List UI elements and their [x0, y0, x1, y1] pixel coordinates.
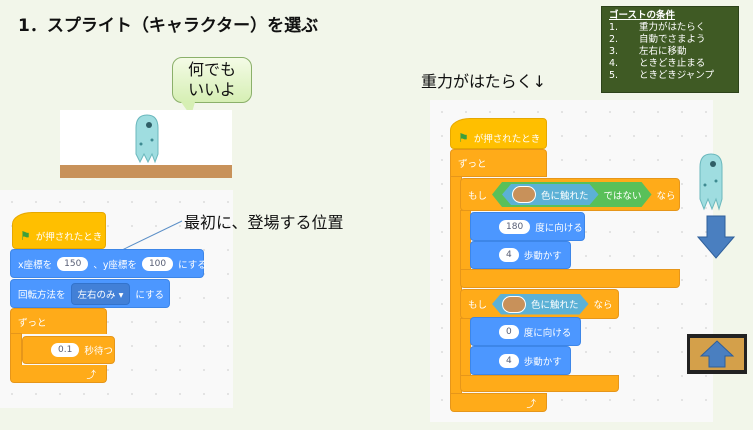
conditions-heading: ゴーストの条件: [609, 10, 676, 21]
goto-xy-block[interactable]: x座標を 150 、y座標を 100 にする: [10, 249, 207, 278]
block-label: 秒待つ: [84, 346, 113, 357]
bubble-line: いいよ: [188, 80, 236, 99]
rotation-style-dropdown[interactable]: 左右のみ ▾: [70, 282, 131, 305]
point-direction-block[interactable]: 180 度に向ける: [470, 212, 585, 241]
block-label: なら: [593, 300, 613, 311]
forever-block[interactable]: ずっと: [450, 149, 547, 177]
block-label: が押されたとき: [473, 133, 541, 145]
condition-item: 2. 自動でさまよう: [609, 34, 731, 46]
forever-end: ⤴: [450, 393, 547, 412]
dropdown-value: 左右のみ: [77, 289, 116, 301]
block-label: が押されたとき: [35, 231, 103, 243]
block-label: 歩動かす: [523, 356, 562, 368]
page-title: 1．スプライト（キャラクター）を選ぶ: [18, 16, 319, 36]
move-steps-block[interactable]: 4 歩動かす: [470, 346, 571, 375]
block-label: 度に向ける: [523, 327, 572, 339]
block-label: なら: [656, 190, 676, 202]
if-end: [460, 269, 680, 288]
ghost-sprite-icon: [699, 153, 723, 211]
condition-item: 3. 左右に移動: [609, 46, 731, 58]
forever-block[interactable]: ずっと: [10, 308, 107, 334]
steps-input[interactable]: 4: [499, 248, 519, 262]
item-number: 5.: [609, 70, 619, 81]
point-direction-block[interactable]: 0 度に向ける: [470, 317, 581, 346]
block-label: もし: [468, 300, 488, 311]
ground: [60, 165, 232, 178]
wait-block[interactable]: 0.1 秒待つ: [22, 336, 115, 364]
set-rotation-style-block[interactable]: 回転方法を左右のみ ▾ にする: [10, 279, 170, 308]
block-label: 、y座標を: [93, 259, 137, 271]
block-label: ずっと: [458, 159, 487, 170]
color-swatch[interactable]: [512, 186, 536, 203]
color-swatch[interactable]: [502, 296, 526, 313]
if-block-1[interactable]: もし 色に触れた ではない なら: [460, 178, 680, 211]
block-label: にする: [178, 259, 207, 271]
block-label: にする: [135, 289, 164, 301]
stage-preview: [60, 110, 232, 178]
block-label: 度に向ける: [535, 222, 583, 234]
item-number: 3.: [609, 46, 619, 57]
block-label: もし: [468, 190, 488, 202]
block-label: x座標を: [18, 259, 53, 271]
if-block-2[interactable]: もし 色に触れた なら: [460, 289, 619, 319]
steps-input[interactable]: 4: [499, 353, 519, 368]
direction-input[interactable]: 0: [499, 324, 519, 339]
item-text: ときどきジャンプ: [639, 70, 714, 81]
item-text: ときどき止まる: [639, 58, 706, 69]
condition-item: 5. ときどきジャンプ: [609, 70, 731, 82]
when-flag-clicked-block[interactable]: ⚑ が押されたとき: [12, 212, 106, 249]
block-label: 色に触れた: [541, 190, 589, 202]
green-flag-icon: ⚑: [20, 228, 31, 243]
wait-input[interactable]: 0.1: [51, 343, 80, 357]
caret-down-icon: ▾: [118, 289, 124, 301]
block-label: 回転方法を: [18, 289, 66, 301]
speech-bubble: 何でも いいよ: [172, 57, 252, 116]
item-number: 1.: [609, 22, 619, 33]
green-flag-icon: ⚑: [458, 130, 469, 145]
gravity-label: 重力がはたらく↓: [421, 72, 547, 91]
forever-end: ⤴: [10, 365, 107, 383]
item-number: 2.: [609, 34, 619, 45]
condition-item: 4. ときどき止まる: [609, 58, 731, 70]
if-end: [460, 375, 619, 392]
jump-arrow-up-icon: [687, 334, 747, 374]
condition-item: 1. 重力がはたらく: [609, 22, 731, 34]
item-text: 自動でさまよう: [639, 34, 706, 45]
block-label: 歩動かす: [523, 251, 562, 262]
ghost-sprite-icon: [135, 114, 159, 164]
bubble-line: 何でも: [187, 60, 236, 79]
when-flag-clicked-block[interactable]: ⚑ が押されたとき: [450, 118, 547, 149]
move-steps-block[interactable]: 4 歩動かす: [470, 241, 571, 269]
arrow-down-icon: [697, 215, 735, 259]
touching-color-sensor[interactable]: 色に触れた: [492, 294, 589, 315]
item-number: 4.: [609, 58, 619, 69]
ghost-conditions-box: ゴーストの条件 1. 重力がはたらく 2. 自動でさまよう 3. 左右に移動 4. とき…: [601, 6, 739, 93]
item-text: 左右に移動: [639, 46, 687, 57]
forever-arm: [10, 333, 22, 366]
touching-color-sensor[interactable]: 色に触れた: [502, 184, 599, 205]
not-operator[interactable]: 色に触れた ではない: [492, 182, 652, 207]
loop-arrow-icon: ⤴: [526, 398, 536, 410]
block-label: ずっと: [18, 317, 47, 329]
y-input[interactable]: 100: [141, 256, 174, 271]
block-label: ではない: [603, 190, 642, 202]
loop-arrow-icon: ⤴: [86, 369, 96, 381]
block-label: 色に触れた: [531, 300, 579, 311]
item-text: 重力がはたらく: [639, 22, 706, 33]
direction-input[interactable]: 180: [499, 219, 531, 234]
x-input[interactable]: 150: [57, 256, 89, 271]
annotation-text: 最初に、登場する位置: [184, 213, 344, 232]
